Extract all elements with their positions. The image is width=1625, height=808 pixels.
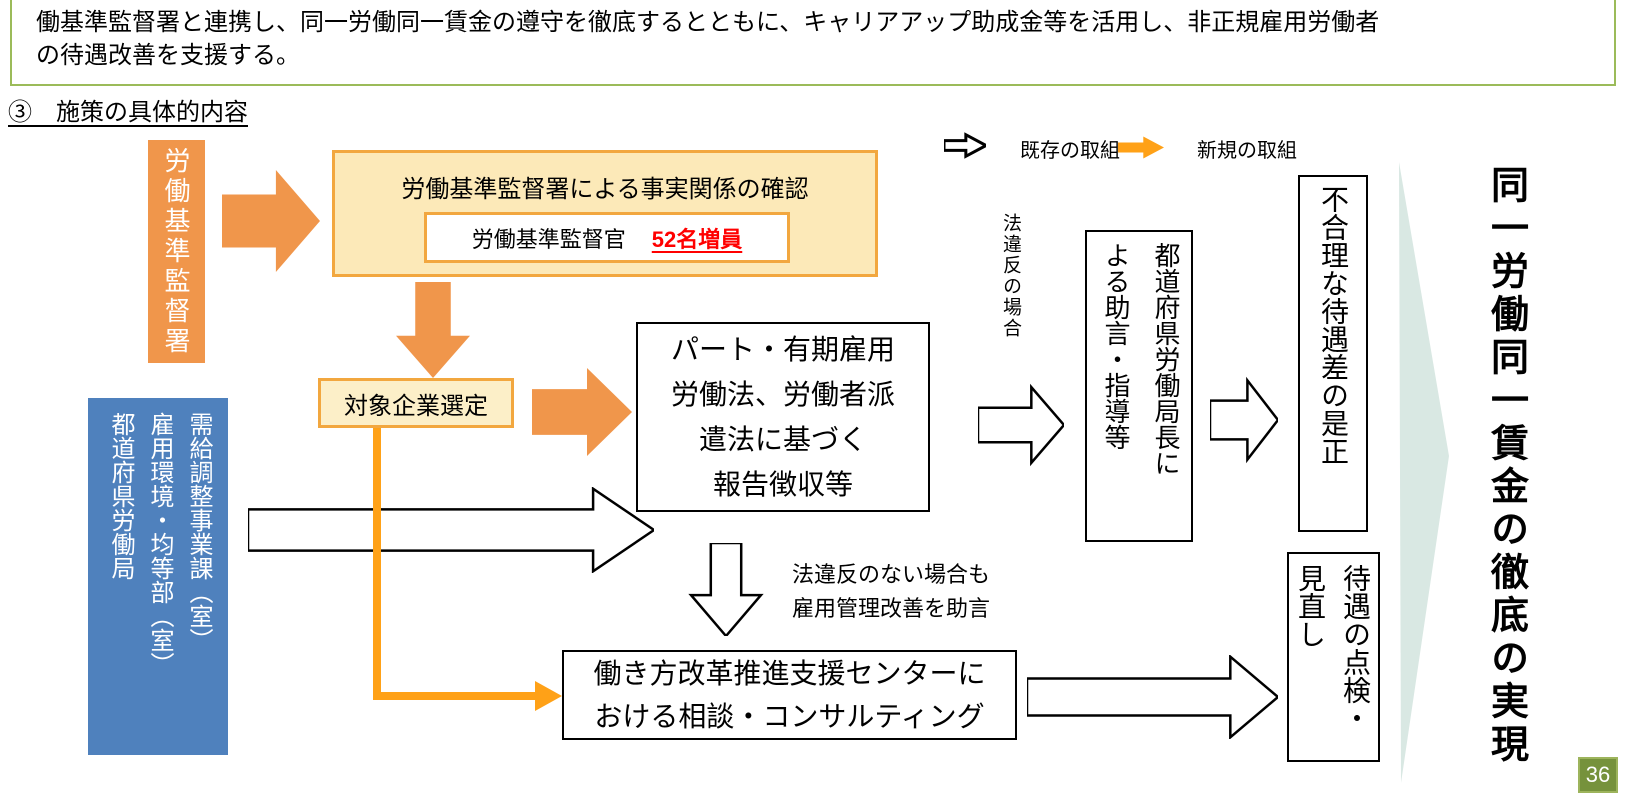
report-line-2: 労働法、労働者派 bbox=[670, 379, 895, 410]
guidance-box: 都道府県労働局長に よる助言・指導等 bbox=[1085, 230, 1193, 542]
legend-existing-label: 既存の取組 bbox=[1020, 140, 1120, 162]
correction-box: 不合理な待遇差の是正 bbox=[1298, 175, 1368, 532]
arrow-selection-to-report bbox=[532, 368, 632, 456]
arrow-guidance-to-correction bbox=[1210, 376, 1278, 464]
bureau-line-1: 需給調整事業課（室） bbox=[185, 412, 212, 652]
labor-standards-office-box: 労働基準監督署 bbox=[148, 140, 205, 363]
connector-selection-to-center-vertical bbox=[373, 428, 381, 698]
report-line-1: パート・有期雇用 bbox=[670, 334, 895, 365]
review-line-2: 見直し bbox=[1295, 564, 1326, 648]
arrow-report-to-guidance bbox=[978, 382, 1064, 468]
connector-selection-to-center-arrowhead bbox=[535, 681, 562, 711]
intro-box: 働基準監督署と連携し、同一労働同一賃金の遵守を徹底するとともに、キャリアアップ助… bbox=[10, 0, 1616, 86]
review-line-1: 待遇の点検・ bbox=[1340, 564, 1371, 732]
no-violation-note-line-1: 法違反のない場合も bbox=[792, 562, 991, 587]
connector-selection-to-center-horizontal bbox=[373, 692, 537, 700]
arrow-bureau-to-report bbox=[248, 487, 654, 573]
goal-arrow-shape bbox=[1399, 162, 1449, 783]
intro-line-1: 働基準監督署と連携し、同一労働同一賃金の遵守を徹底するとともに、キャリアアップ助… bbox=[36, 9, 1380, 36]
inspector-increase-value: 52名増員 bbox=[651, 226, 743, 252]
fact-check-title: 労働基準監督署による事実関係の確認 bbox=[401, 176, 809, 203]
legend-new-label: 新規の取組 bbox=[1197, 140, 1297, 162]
arrow-report-to-center bbox=[688, 543, 764, 636]
arrow-office-to-fact-check bbox=[222, 170, 320, 272]
no-violation-note: 法違反のない場合も 雇用管理改善を助言 bbox=[792, 558, 990, 626]
report-line-4: 報告徴収等 bbox=[712, 469, 853, 500]
goal-text: 同一労働同一賃金の徹底の実現 bbox=[1468, 165, 1544, 771]
arrow-center-to-review bbox=[1027, 655, 1278, 739]
prefectural-bureau-box: 需給調整事業課（室） 雇用環境・均等部（室） 都道府県労働局 bbox=[88, 398, 228, 755]
section-heading: ③ 施策の具体的内容 bbox=[8, 99, 248, 126]
inspector-label: 労働基準監督官 bbox=[471, 226, 626, 252]
guidance-line-2: よる助言・指導等 bbox=[1101, 242, 1131, 450]
correction-text: 不合理な待遇差の是正 bbox=[1318, 185, 1349, 465]
page-number-badge: 36 bbox=[1578, 757, 1618, 793]
goal-text-value: 同一労働同一賃金の徹底の実現 bbox=[1484, 165, 1527, 767]
legend-new-arrow-icon bbox=[1118, 136, 1164, 159]
intro-line-2: の待遇改善を支援する。 bbox=[36, 42, 300, 69]
target-selection-box: 対象企業選定 bbox=[318, 378, 514, 428]
support-center-line-1: 働き方改革推進支援センターに bbox=[593, 658, 986, 689]
legend-existing-arrow-icon bbox=[944, 132, 986, 159]
support-center-line-2: おける相談・コンサルティング bbox=[594, 701, 985, 732]
report-collection-box: パート・有期雇用 労働法、労働者派 遣法に基づく 報告徴収等 bbox=[636, 322, 930, 512]
inspector-increase-box: 労働基準監督官 52名増員 bbox=[424, 212, 790, 263]
bureau-line-3: 都道府県労働局 bbox=[107, 412, 134, 580]
arrow-fact-to-selection bbox=[396, 282, 470, 378]
bureau-line-2: 雇用環境・均等部（室） bbox=[146, 412, 173, 676]
violation-case-label: 法違反の場合 bbox=[1000, 213, 1021, 339]
guidance-line-1: 都道府県労働局長に bbox=[1151, 242, 1181, 476]
report-line-3: 遣法に基づく bbox=[698, 424, 867, 455]
no-violation-note-line-2: 雇用管理改善を助言 bbox=[792, 596, 991, 621]
support-center-box: 働き方改革推進支援センターに おける相談・コンサルティング bbox=[562, 650, 1017, 740]
review-box: 待遇の点検・ 見直し bbox=[1287, 552, 1380, 762]
